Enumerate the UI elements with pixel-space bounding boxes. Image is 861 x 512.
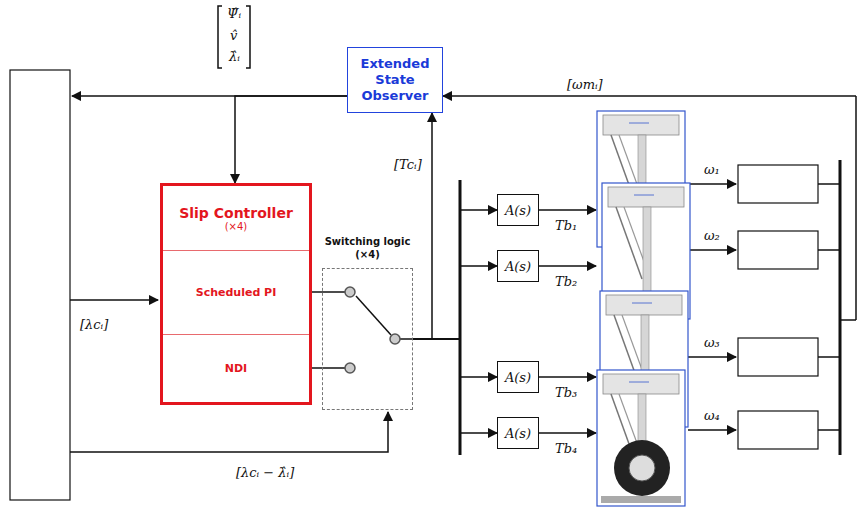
feedback-arrow: [443, 95, 856, 97]
signal-name: [Tcᵢ]: [393, 158, 423, 172]
switch-box: Switching logic(×4): [322, 268, 413, 410]
controller-mode: Scheduled PI: [163, 250, 309, 334]
reference-arrow: [70, 299, 158, 301]
speed-arrow: [688, 183, 736, 185]
signal-connector: [413, 339, 497, 377]
wheel-block: [738, 411, 818, 449]
wire: [400, 338, 413, 340]
signal-connector: [413, 210, 497, 339]
signal-connector: [413, 266, 497, 339]
signal-name: Tb₄: [554, 442, 578, 456]
torque-arrow: [539, 432, 596, 434]
signal-name: ω₃: [703, 336, 721, 350]
wire: [855, 96, 857, 320]
node-title: Scheduled PI: [196, 286, 277, 299]
bracket: [218, 6, 222, 68]
torque-arrow: [539, 265, 596, 267]
signal-connector: [235, 96, 347, 183]
switch-contact: [345, 287, 355, 297]
wheel-block: [738, 231, 818, 269]
signal-name: Tb₃: [554, 386, 578, 400]
signal-name: [λcᵢ − λ̂ᵢ]: [235, 466, 295, 480]
speed-arrow: [688, 356, 736, 358]
state-symbol: Ψ̂ᵢ: [226, 7, 242, 21]
torque-arrow: [539, 376, 596, 378]
actuator-box: A(s): [497, 194, 539, 226]
actuator-box: A(s): [497, 361, 539, 393]
node-title: A(s): [505, 370, 531, 385]
signal-connector: [413, 339, 497, 433]
node-note: (×4): [225, 221, 248, 232]
wire: [818, 429, 840, 431]
state-symbol: λ̂ᵢ: [228, 50, 241, 64]
state-symbol: v̂: [229, 29, 238, 43]
switch-contact: [345, 363, 355, 373]
wire: [322, 367, 345, 369]
controller-box: Slip Controller(×4) Scheduled PI NDI: [160, 183, 312, 405]
signal-name: ω₄: [703, 409, 721, 423]
wire: [840, 319, 856, 321]
node-title: A(s): [505, 203, 531, 218]
wire: [818, 249, 840, 251]
signal-name: [λcᵢ]: [79, 318, 109, 332]
torque-arrow: [539, 209, 596, 211]
wire: [322, 291, 345, 293]
bus-bar: [839, 160, 842, 455]
speed-arrow: [688, 429, 736, 431]
actuator-box: A(s): [497, 417, 539, 449]
controller-mode: NDI: [163, 334, 309, 402]
wire: [818, 356, 840, 358]
signal-connector: [413, 113, 432, 339]
wheel-block: [738, 338, 818, 376]
speed-arrow: [688, 249, 736, 251]
actuator-box: A(s): [497, 250, 539, 282]
landing-gear-figure: [597, 370, 685, 506]
switch-blade: [356, 296, 391, 335]
node-title: Slip Controller: [179, 205, 293, 221]
outer-block: [10, 70, 70, 500]
error-arrow: [70, 412, 388, 452]
signal-name: ω₂: [703, 229, 721, 243]
observer-box: Extended State Observer: [347, 47, 443, 113]
wire: [818, 183, 840, 185]
wheel-block: [738, 165, 818, 203]
signal-name: Tb₂: [554, 275, 578, 289]
signal-name: ω₁: [703, 163, 721, 177]
switch-contact: [390, 334, 400, 344]
node-title: NDI: [225, 362, 247, 375]
node-title: Extended State Observer: [352, 56, 438, 105]
signal-name: Tb₁: [554, 219, 578, 233]
node-title: A(s): [505, 259, 531, 274]
signal-name: [ωmᵢ]: [566, 78, 604, 92]
landing-gear-figure: [602, 183, 690, 319]
node-note: (×4): [303, 248, 432, 261]
node-title: A(s): [505, 426, 531, 441]
bracket: [246, 6, 250, 68]
node-title: Switching logic: [303, 235, 432, 248]
